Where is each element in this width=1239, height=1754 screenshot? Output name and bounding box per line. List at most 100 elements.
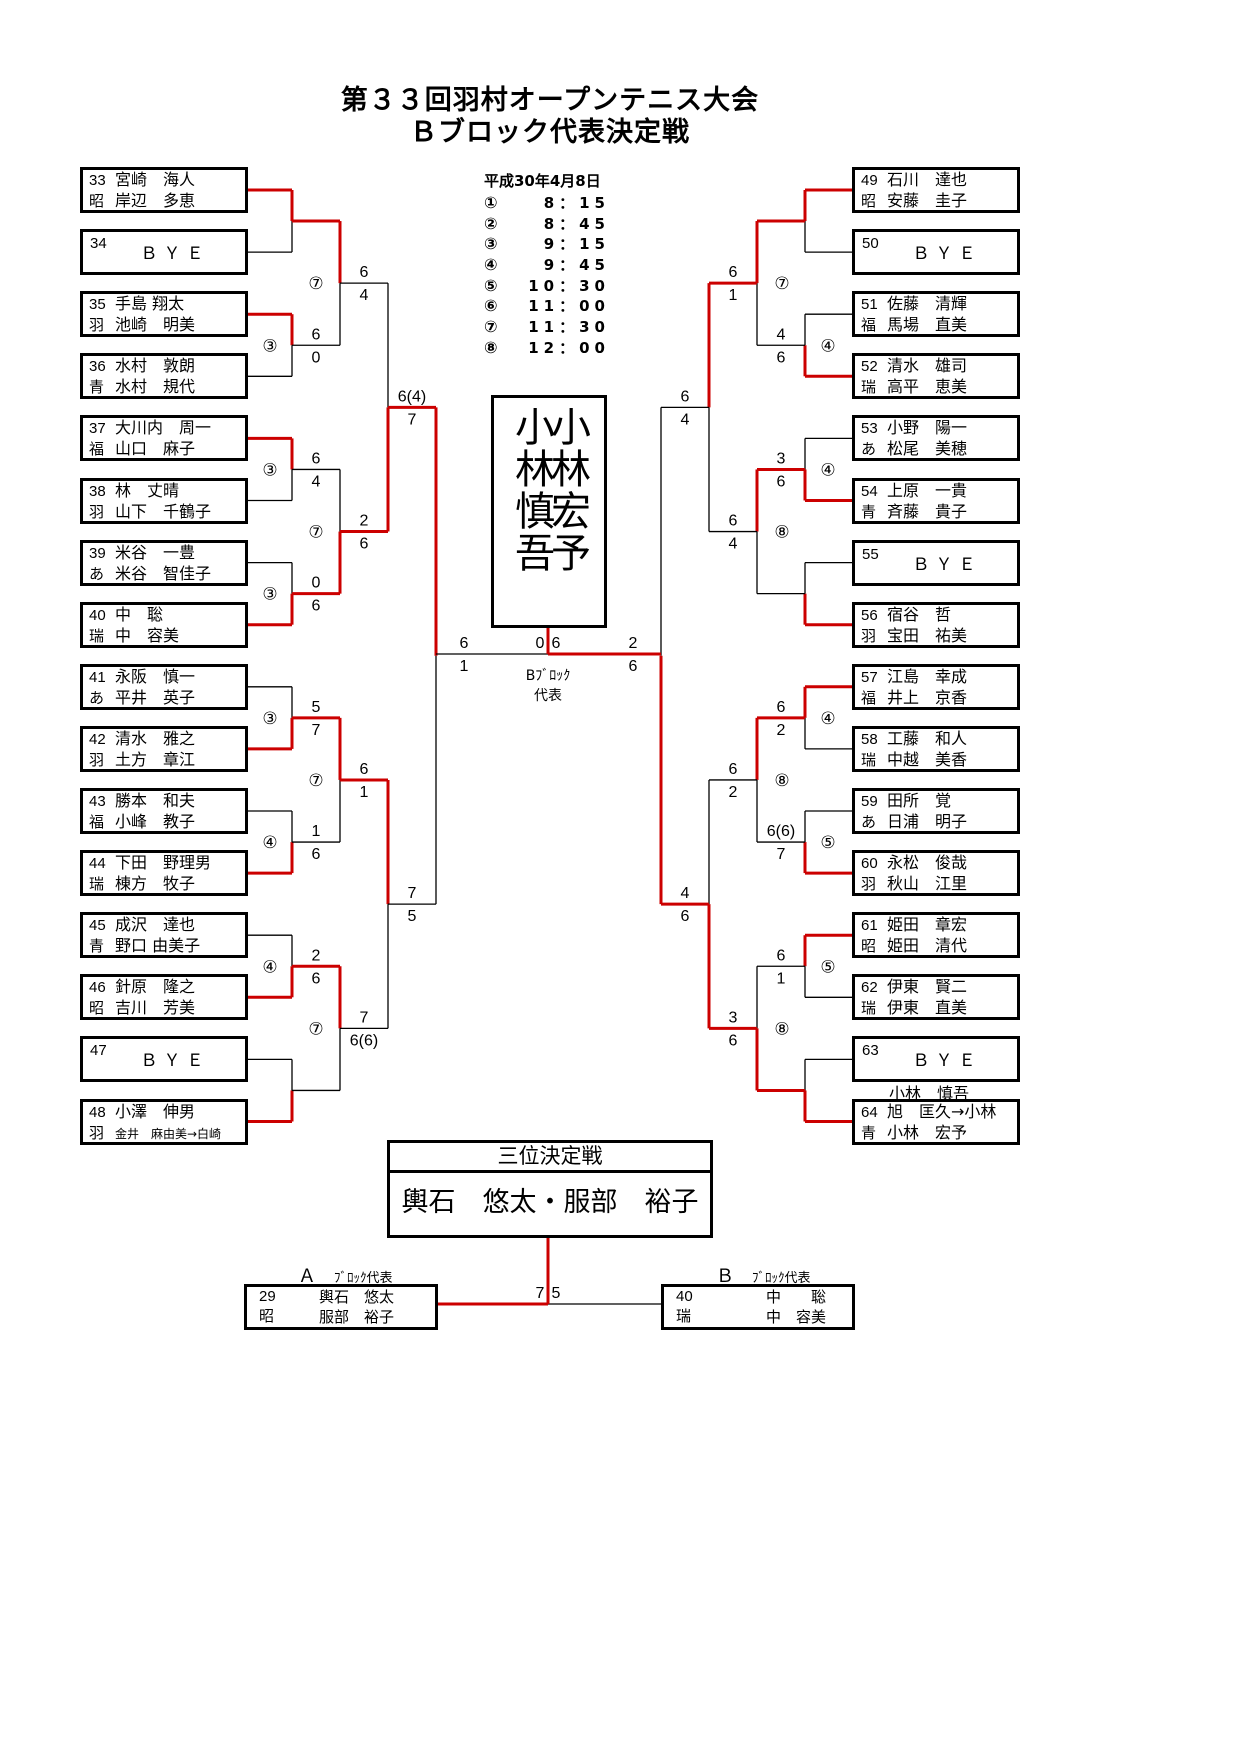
partner-name: 小林 宏予 [887,1122,968,1142]
score-bottom: 6 [360,536,369,553]
score-bottom: 1 [729,287,738,304]
third-place-heading: 三位決定戦 [390,1143,710,1173]
seed-number: 51 [861,296,878,314]
third-place-winner: 輿石 悠太・服部 裕子 [401,1187,699,1218]
partner-name: 高平 恵美 [887,377,968,397]
player-name: 江島 幸成 [887,666,968,686]
score-bottom: 6 [312,846,321,863]
player-name: 勝本 和夫 [115,791,196,810]
third-place-box: 三位決定戦 輿石 悠太・服部 裕子 [387,1140,713,1238]
block-representative-label: Bﾌﾞﾛｯｸ 代表 [508,666,588,706]
slot-time: 10：30 [528,276,610,295]
court-number: ⑧ [774,1019,789,1039]
seed-number: 35 [89,296,106,314]
club-code: 瑞 [861,1000,877,1018]
club-code: 昭 [861,938,877,956]
score-bottom: 1 [360,784,369,801]
seed-number: 45 [89,917,106,935]
player-name: 中 聡 [115,604,164,624]
seed-number: 48 [89,1103,106,1121]
club-code: あ [861,441,877,459]
player-name: 水村 敦朗 [115,356,196,376]
player-name: 宿谷 哲 [887,604,952,624]
club-code: 青 [861,503,877,521]
partner-name: 中 容美 [115,625,180,645]
slot-time: 11：00 [528,297,610,316]
partner-name: 山下 千鶴子 [115,501,212,521]
club-code: 昭 [861,193,877,210]
score-bottom: 6 [312,970,321,987]
score-top: 6 [777,947,786,964]
b-team-club: 瑞 [676,1308,692,1325]
partner-name: 平井 英子 [115,687,196,707]
slot-number: ⑧ [484,337,498,357]
player-name: 清水 雄司 [887,356,968,376]
bye-label: ＢＹＥ [912,1051,982,1072]
court-number: ④ [262,833,277,853]
partner-name: 馬場 直美 [887,315,968,335]
seed-number: 34 [90,235,107,253]
third-score-a: 7 [536,1285,545,1302]
partner-name: 日浦 明子 [887,812,968,831]
player-name: 永阪 慎一 [115,666,196,686]
seed-number: 42 [89,730,106,748]
a-team-seed: 29 [259,1288,276,1305]
slot-number: ② [484,213,498,233]
seed-number: 58 [861,730,878,748]
score-bottom: 6(6) [350,1032,378,1049]
seed-number: 56 [861,606,878,624]
a-team-player2: 服部 裕子 [319,1308,395,1326]
court-number: ③ [262,460,277,480]
partner-name: 伊東 直美 [887,998,968,1018]
score-top: 6 [360,264,369,281]
partner-name: 吉川 芳美 [115,998,196,1018]
score-top: 6(4) [398,388,426,405]
partner-name: 野口 由美子 [115,936,201,956]
b-block-suffix: ﾌﾞﾛｯｸ代表 [752,1271,811,1286]
court-number: ④ [820,336,835,356]
bye-label: ＢＹＥ [140,1051,210,1072]
player-name: 下田 野理男 [115,853,212,873]
club-code: 瑞 [861,751,877,769]
b-team-player1: 中 聡 [766,1288,827,1306]
partner-name: 秋山 江里 [887,874,968,894]
score-top: 0 [312,575,321,592]
score-bottom: 0 [312,349,321,366]
club-code: 瑞 [89,876,105,894]
final-score-right: 6 [552,635,561,652]
partner-name: 岸辺 多恵 [115,191,196,210]
bye-label: ＢＹＥ [912,554,982,575]
tournament-title: 第３３回羽村オープンテニス大会 [340,85,760,116]
score-top: 6 [729,264,738,281]
court-number: ⑤ [820,957,835,977]
partner-name: 池崎 明美 [115,315,196,335]
seed-number: 40 [89,606,106,624]
score-top: 6 [729,513,738,530]
player-name: 上原 一貴 [887,480,968,500]
player-name: 小澤 伸男 [115,1101,196,1121]
score-top: 5 [312,699,321,716]
winner-name-1: 小林慎吾 [508,406,554,574]
club-code: 羽 [861,876,877,894]
seed-number: 44 [89,855,106,873]
partner-name: 斉藤 貴子 [887,501,968,521]
club-code: 青 [861,1124,877,1142]
club-code: 福 [89,814,105,831]
partner-name: 水村 規代 [115,377,196,397]
club-code: 羽 [89,1124,105,1142]
club-code: 福 [861,317,877,335]
partner-name: 松尾 美穂 [887,439,968,459]
